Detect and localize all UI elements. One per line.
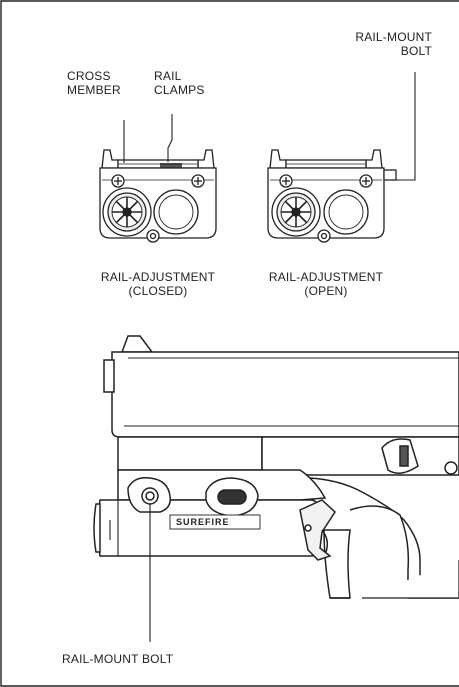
weapon-light-side bbox=[93, 469, 336, 561]
rail-mount-bolt-top-line2: BOLT bbox=[400, 44, 432, 58]
light-front-view-open bbox=[267, 149, 397, 243]
rail-clamps-label-line1: RAIL bbox=[154, 69, 182, 83]
closed-caption-line1: RAIL-ADJUSTMENT bbox=[100, 270, 216, 284]
open-caption: RAIL-ADJUSTMENT (OPEN) bbox=[230, 270, 422, 298]
rail-mount-bolt-top-line1: RAIL-MOUNT bbox=[355, 30, 432, 44]
rail-mount-bolt-label-top: RAIL-MOUNT BOLT bbox=[320, 30, 432, 58]
closed-caption: RAIL-ADJUSTMENT (CLOSED) bbox=[62, 270, 254, 298]
leader-lines-top bbox=[123, 72, 416, 181]
open-caption-line2: (OPEN) bbox=[304, 284, 348, 298]
rail-mount-bolt-label-bottom: RAIL-MOUNT BOLT bbox=[62, 652, 174, 666]
light-front-view-closed bbox=[99, 149, 217, 243]
pistol-side-view bbox=[103, 335, 459, 599]
cross-member-label-line1: CROSS bbox=[67, 69, 111, 83]
open-caption-line1: RAIL-ADJUSTMENT bbox=[268, 270, 384, 284]
cross-member-label: CROSS MEMBER bbox=[67, 69, 121, 97]
rail-clamps-label-line2: CLAMPS bbox=[154, 83, 205, 97]
rail-clamps-label: RAIL CLAMPS bbox=[154, 69, 205, 97]
surefire-logo: SUREFIRE bbox=[176, 517, 230, 527]
closed-caption-line2: (CLOSED) bbox=[128, 284, 188, 298]
cross-member-label-line2: MEMBER bbox=[67, 83, 121, 97]
